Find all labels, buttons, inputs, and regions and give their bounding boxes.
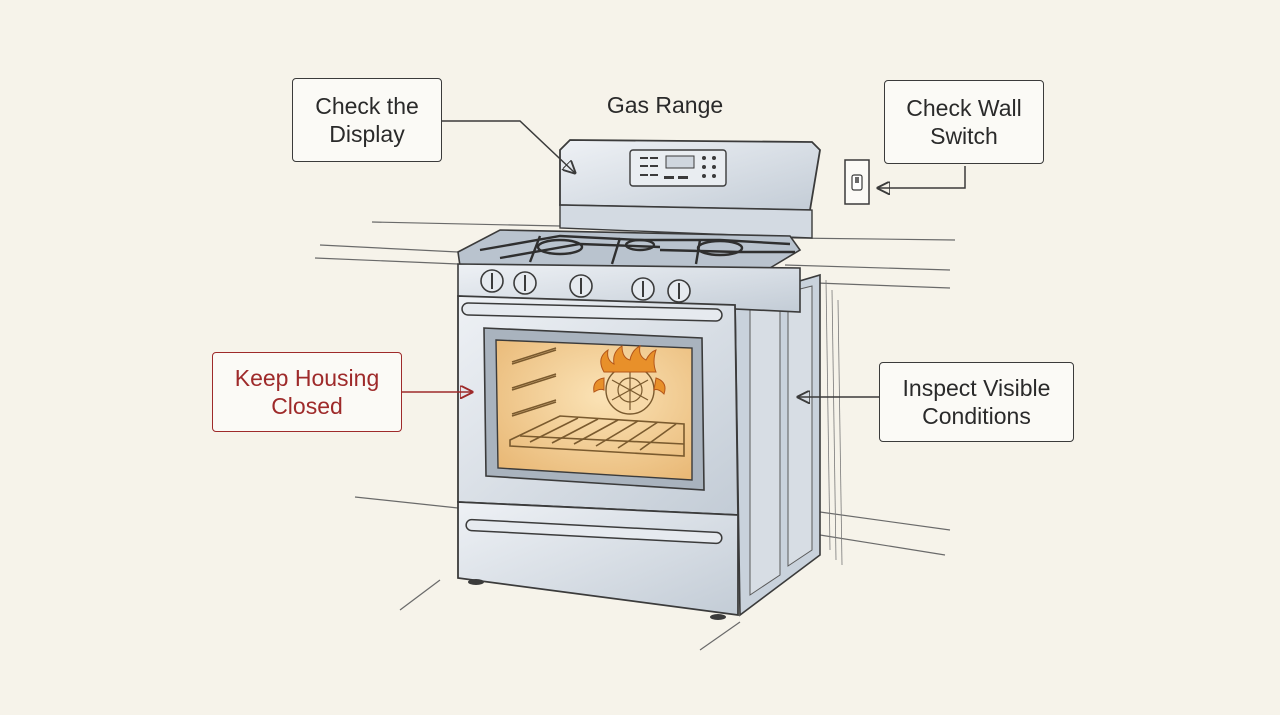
- wall-switch-arrow: [878, 166, 966, 188]
- display-arrow: [442, 120, 575, 173]
- flame-icon: [593, 345, 666, 415]
- callout-inspect-visible-conditions: Inspect Visible Conditions: [879, 362, 1074, 442]
- callout-arrows: [402, 120, 966, 397]
- callout-check-display: Check the Display: [292, 78, 442, 162]
- callout-check-wall-switch: Check Wall Switch: [884, 80, 1044, 164]
- callout-keep-housing-closed: Keep Housing Closed: [212, 352, 402, 432]
- control-backsplash: [559, 139, 821, 239]
- storage-drawer: [457, 501, 739, 620]
- oven-door: [457, 295, 739, 516]
- cooktop-grates: [457, 229, 802, 269]
- oven-racks: [509, 347, 685, 457]
- wall-switch: [844, 159, 870, 205]
- display-panel: [629, 149, 727, 187]
- diagram-title: Gas Range: [606, 92, 724, 118]
- oven-handle: [461, 302, 723, 322]
- range-side-panel: [734, 273, 843, 617]
- drawer-handle: [465, 518, 723, 545]
